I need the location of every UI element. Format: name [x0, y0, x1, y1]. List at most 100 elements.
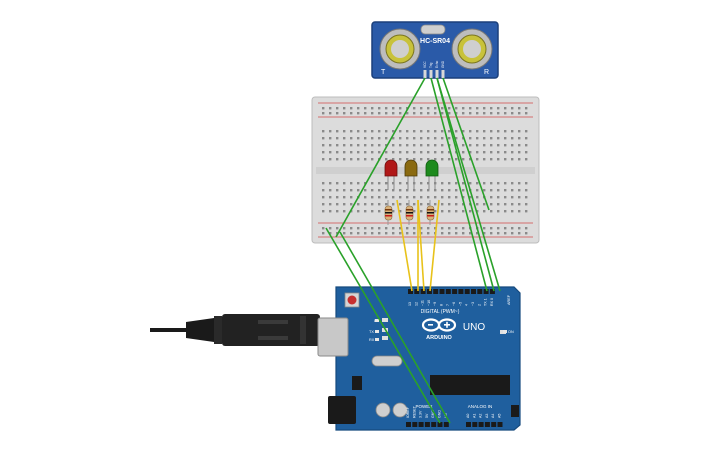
terminal-hole[interactable] — [350, 151, 353, 154]
terminal-hole[interactable] — [385, 189, 388, 192]
terminal-hole[interactable] — [448, 137, 451, 140]
rail-hole[interactable] — [483, 227, 486, 230]
terminal-hole[interactable] — [525, 151, 528, 154]
terminal-hole[interactable] — [322, 151, 325, 154]
terminal-hole[interactable] — [406, 151, 409, 154]
rail-hole[interactable] — [462, 227, 465, 230]
rail-hole[interactable] — [329, 232, 332, 235]
rail-hole[interactable] — [364, 112, 367, 115]
terminal-hole[interactable] — [364, 144, 367, 147]
terminal-hole[interactable] — [427, 203, 430, 206]
rail-hole[interactable] — [406, 232, 409, 235]
terminal-hole[interactable] — [525, 196, 528, 199]
rail-hole[interactable] — [427, 232, 430, 235]
terminal-hole[interactable] — [399, 144, 402, 147]
rail-hole[interactable] — [441, 227, 444, 230]
terminal-hole[interactable] — [392, 144, 395, 147]
terminal-hole[interactable] — [378, 196, 381, 199]
terminal-hole[interactable] — [525, 144, 528, 147]
terminal-hole[interactable] — [434, 203, 437, 206]
terminal-hole[interactable] — [490, 196, 493, 199]
terminal-hole[interactable] — [357, 151, 360, 154]
wire-led-1[interactable] — [396, 199, 413, 292]
header-pin[interactable] — [491, 422, 497, 427]
header-pin[interactable] — [484, 422, 490, 427]
rail-hole[interactable] — [413, 227, 416, 230]
rail-hole[interactable] — [448, 232, 451, 235]
rail-hole[interactable] — [462, 107, 465, 110]
rail-hole[interactable] — [350, 227, 353, 230]
terminal-hole[interactable] — [420, 203, 423, 206]
rail-hole[interactable] — [420, 112, 423, 115]
red-led[interactable] — [384, 159, 398, 190]
sensor-pin[interactable] — [441, 70, 445, 78]
rail-hole[interactable] — [497, 112, 500, 115]
rail-hole[interactable] — [511, 112, 514, 115]
rail-hole[interactable] — [364, 107, 367, 110]
rail-hole[interactable] — [434, 107, 437, 110]
terminal-hole[interactable] — [448, 210, 451, 213]
terminal-hole[interactable] — [462, 144, 465, 147]
terminal-hole[interactable] — [364, 189, 367, 192]
terminal-hole[interactable] — [525, 189, 528, 192]
terminal-hole[interactable] — [350, 130, 353, 133]
terminal-hole[interactable] — [427, 144, 430, 147]
rail-hole[interactable] — [497, 232, 500, 235]
rail-hole[interactable] — [392, 232, 395, 235]
terminal-hole[interactable] — [357, 158, 360, 161]
terminal-hole[interactable] — [364, 196, 367, 199]
terminal-hole[interactable] — [497, 189, 500, 192]
rail-hole[interactable] — [518, 107, 521, 110]
rail-hole[interactable] — [441, 232, 444, 235]
terminal-hole[interactable] — [469, 210, 472, 213]
rail-hole[interactable] — [483, 232, 486, 235]
terminal-hole[interactable] — [476, 203, 479, 206]
terminal-hole[interactable] — [336, 189, 339, 192]
terminal-hole[interactable] — [413, 137, 416, 140]
rail-hole[interactable] — [462, 232, 465, 235]
rail-hole[interactable] — [420, 227, 423, 230]
terminal-hole[interactable] — [427, 151, 430, 154]
terminal-hole[interactable] — [483, 203, 486, 206]
terminal-hole[interactable] — [343, 151, 346, 154]
terminal-hole[interactable] — [511, 130, 514, 133]
terminal-hole[interactable] — [518, 144, 521, 147]
rail-hole[interactable] — [504, 227, 507, 230]
rail-hole[interactable] — [329, 107, 332, 110]
rail-hole[interactable] — [434, 112, 437, 115]
header-pin[interactable] — [452, 289, 458, 294]
terminal-hole[interactable] — [476, 144, 479, 147]
rail-hole[interactable] — [504, 107, 507, 110]
wire-echo-rail[interactable] — [436, 77, 501, 292]
rail-hole[interactable] — [413, 112, 416, 115]
terminal-hole[interactable] — [364, 137, 367, 140]
terminal-hole[interactable] — [420, 189, 423, 192]
terminal-hole[interactable] — [322, 144, 325, 147]
terminal-hole[interactable] — [511, 203, 514, 206]
rail-hole[interactable] — [441, 112, 444, 115]
terminal-hole[interactable] — [504, 130, 507, 133]
terminal-hole[interactable] — [322, 210, 325, 213]
terminal-hole[interactable] — [413, 144, 416, 147]
terminal-hole[interactable] — [462, 210, 465, 213]
rail-hole[interactable] — [392, 107, 395, 110]
terminal-hole[interactable] — [504, 144, 507, 147]
wire-5v[interactable] — [325, 227, 441, 424]
terminal-hole[interactable] — [385, 144, 388, 147]
header-pin[interactable] — [483, 289, 489, 294]
rail-hole[interactable] — [399, 232, 402, 235]
rail-hole[interactable] — [371, 107, 374, 110]
terminal-hole[interactable] — [525, 158, 528, 161]
rail-hole[interactable] — [343, 112, 346, 115]
rail-hole[interactable] — [364, 227, 367, 230]
resistor-3[interactable] — [426, 200, 435, 225]
terminal-hole[interactable] — [490, 158, 493, 161]
terminal-hole[interactable] — [336, 130, 339, 133]
header-pin[interactable] — [433, 289, 439, 294]
terminal-hole[interactable] — [434, 137, 437, 140]
terminal-hole[interactable] — [504, 158, 507, 161]
rail-hole[interactable] — [525, 232, 528, 235]
terminal-hole[interactable] — [483, 137, 486, 140]
terminal-hole[interactable] — [343, 182, 346, 185]
